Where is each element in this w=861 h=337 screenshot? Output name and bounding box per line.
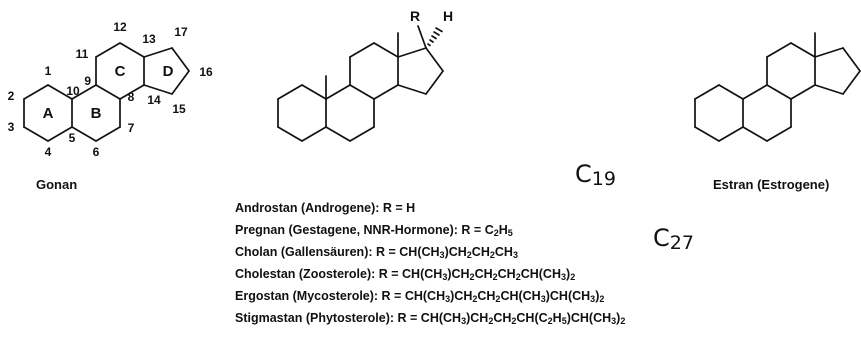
formula-part: )CH(CH <box>545 289 591 303</box>
atom-number-9: 9 <box>84 74 91 88</box>
subscript: 3 <box>561 272 567 282</box>
gonan-bonds <box>23 42 190 142</box>
compound-line-cholan: Cholan (Gallensäuren): R = CH(CH3)CH2CH2… <box>235 241 625 263</box>
substituent-r: R <box>410 8 420 24</box>
formula-part: H <box>552 311 562 325</box>
ring-letter-d: D <box>163 63 174 80</box>
atom-number-17: 17 <box>174 25 188 39</box>
handwritten-c27: C27 <box>653 224 694 254</box>
gonan-ring-letters: A B C D <box>43 63 174 122</box>
subscript: 3 <box>445 294 451 304</box>
formula-part: ) <box>595 289 600 303</box>
hand-letter: C <box>653 224 670 252</box>
handwritten-c19: C19 <box>575 160 616 190</box>
atom-number-5: 5 <box>69 131 76 145</box>
formula-part: CH(CH <box>520 267 561 281</box>
formula-part: CH <box>471 245 490 259</box>
formula-part: CH <box>497 267 516 281</box>
subscript: 2 <box>547 316 553 326</box>
atom-number-16: 16 <box>199 65 213 79</box>
formula-part: CH <box>474 267 493 281</box>
ring-letter-a: A <box>43 105 54 122</box>
estran-label: Estran (Estrogene) <box>713 177 830 192</box>
atom-number-4: 4 <box>45 145 52 159</box>
formula-part: CH <box>477 289 496 303</box>
compound-text: Androstan (Androgene): R = H <box>235 201 416 215</box>
ring-letter-c: C <box>115 63 126 80</box>
subscript: 3 <box>590 294 596 304</box>
formula-part: H <box>498 223 508 237</box>
subscript: 2 <box>570 272 576 282</box>
r-bond <box>417 25 427 49</box>
subscript: 3 <box>512 250 518 260</box>
compound-list: Androstan (Androgene): R = H Pregnan (Ge… <box>235 197 625 329</box>
formula-part: )CH <box>450 289 473 303</box>
atom-number-2: 2 <box>8 89 15 103</box>
atom-number-14: 14 <box>147 93 161 107</box>
androstan-structure: R H <box>277 8 453 142</box>
atom-number-13: 13 <box>142 32 156 46</box>
formula-part: ) <box>566 267 571 281</box>
subscript: 2 <box>469 272 475 282</box>
compound-text: Cholestan (Zoosterole): R = CH(CH <box>235 267 443 281</box>
gonan-label: Gonan <box>36 177 78 192</box>
compound-text: Stigmastan (Phytosterole): R = CH(CH <box>235 311 462 325</box>
ring-letter-b: B <box>91 105 102 122</box>
atom-number-10: 10 <box>66 84 80 98</box>
formula-part: CH(C <box>516 311 548 325</box>
androstan-bonds <box>277 25 444 142</box>
atom-number-12: 12 <box>113 20 127 34</box>
compound-text: Cholan (Gallensäuren): R = CH(CH <box>235 245 440 259</box>
hand-letter: C <box>575 160 592 188</box>
subscript: 2 <box>511 316 517 326</box>
subscript: 5 <box>561 316 567 326</box>
subscript: 2 <box>472 294 478 304</box>
subscript: 3 <box>540 294 546 304</box>
substituent-h: H <box>443 8 453 24</box>
estran-bonds <box>694 32 861 142</box>
compound-line-stigmastan: Stigmastan (Phytosterole): R = CH(CH3)CH… <box>235 307 625 329</box>
subscript: 2 <box>488 316 494 326</box>
formula-part: )CH <box>447 267 470 281</box>
formula-part: CH <box>494 245 513 259</box>
formula-part: ) <box>616 311 621 325</box>
compound-text: Ergostan (Mycosterole): R = CH(CH <box>235 289 446 303</box>
formula-part: )CH <box>444 245 467 259</box>
subscript: 2 <box>492 272 498 282</box>
formula-part: CH(CH <box>500 289 541 303</box>
subscript: 2 <box>489 250 495 260</box>
subscript: 3 <box>461 316 467 326</box>
compound-line-pregnan: Pregnan (Gestagene, NNR-Hormone): R = C2… <box>235 219 625 241</box>
subscript: 2 <box>599 294 605 304</box>
hand-number: 27 <box>669 232 694 254</box>
atom-number-1: 1 <box>45 64 52 78</box>
atom-number-3: 3 <box>8 120 15 134</box>
formula-part: )CH <box>466 311 489 325</box>
subscript: 3 <box>442 272 448 282</box>
subscript: 5 <box>507 228 513 238</box>
subscript: 2 <box>495 294 501 304</box>
compound-line-androstan: Androstan (Androgene): R = H <box>235 197 625 219</box>
atom-number-11: 11 <box>76 47 89 61</box>
atom-number-8: 8 <box>128 90 135 104</box>
subscript: 3 <box>611 316 617 326</box>
subscript: 2 <box>493 228 499 238</box>
compound-line-cholestan: Cholestan (Zoosterole): R = CH(CH3)CH2CH… <box>235 263 625 285</box>
atom-number-6: 6 <box>93 145 100 159</box>
atom-number-15: 15 <box>172 102 186 116</box>
formula-part: )CH(CH <box>566 311 612 325</box>
gonan-structure: A B C D 1 2 3 4 5 6 7 8 9 10 11 12 13 14… <box>8 20 213 159</box>
subscript: 2 <box>466 250 472 260</box>
estran-structure <box>694 32 861 142</box>
gonan-atom-numbers: 1 2 3 4 5 6 7 8 9 10 11 12 13 14 15 16 1… <box>8 20 213 159</box>
subscript: 3 <box>439 250 445 260</box>
subscript: 2 <box>620 316 626 326</box>
subscript: 2 <box>515 272 521 282</box>
formula-part: CH <box>493 311 512 325</box>
atom-number-7: 7 <box>128 121 135 135</box>
compound-text: Pregnan (Gestagene, NNR-Hormone): R = C <box>235 223 494 237</box>
hand-number: 19 <box>591 168 616 190</box>
compound-line-ergostan: Ergostan (Mycosterole): R = CH(CH3)CH2CH… <box>235 285 625 307</box>
